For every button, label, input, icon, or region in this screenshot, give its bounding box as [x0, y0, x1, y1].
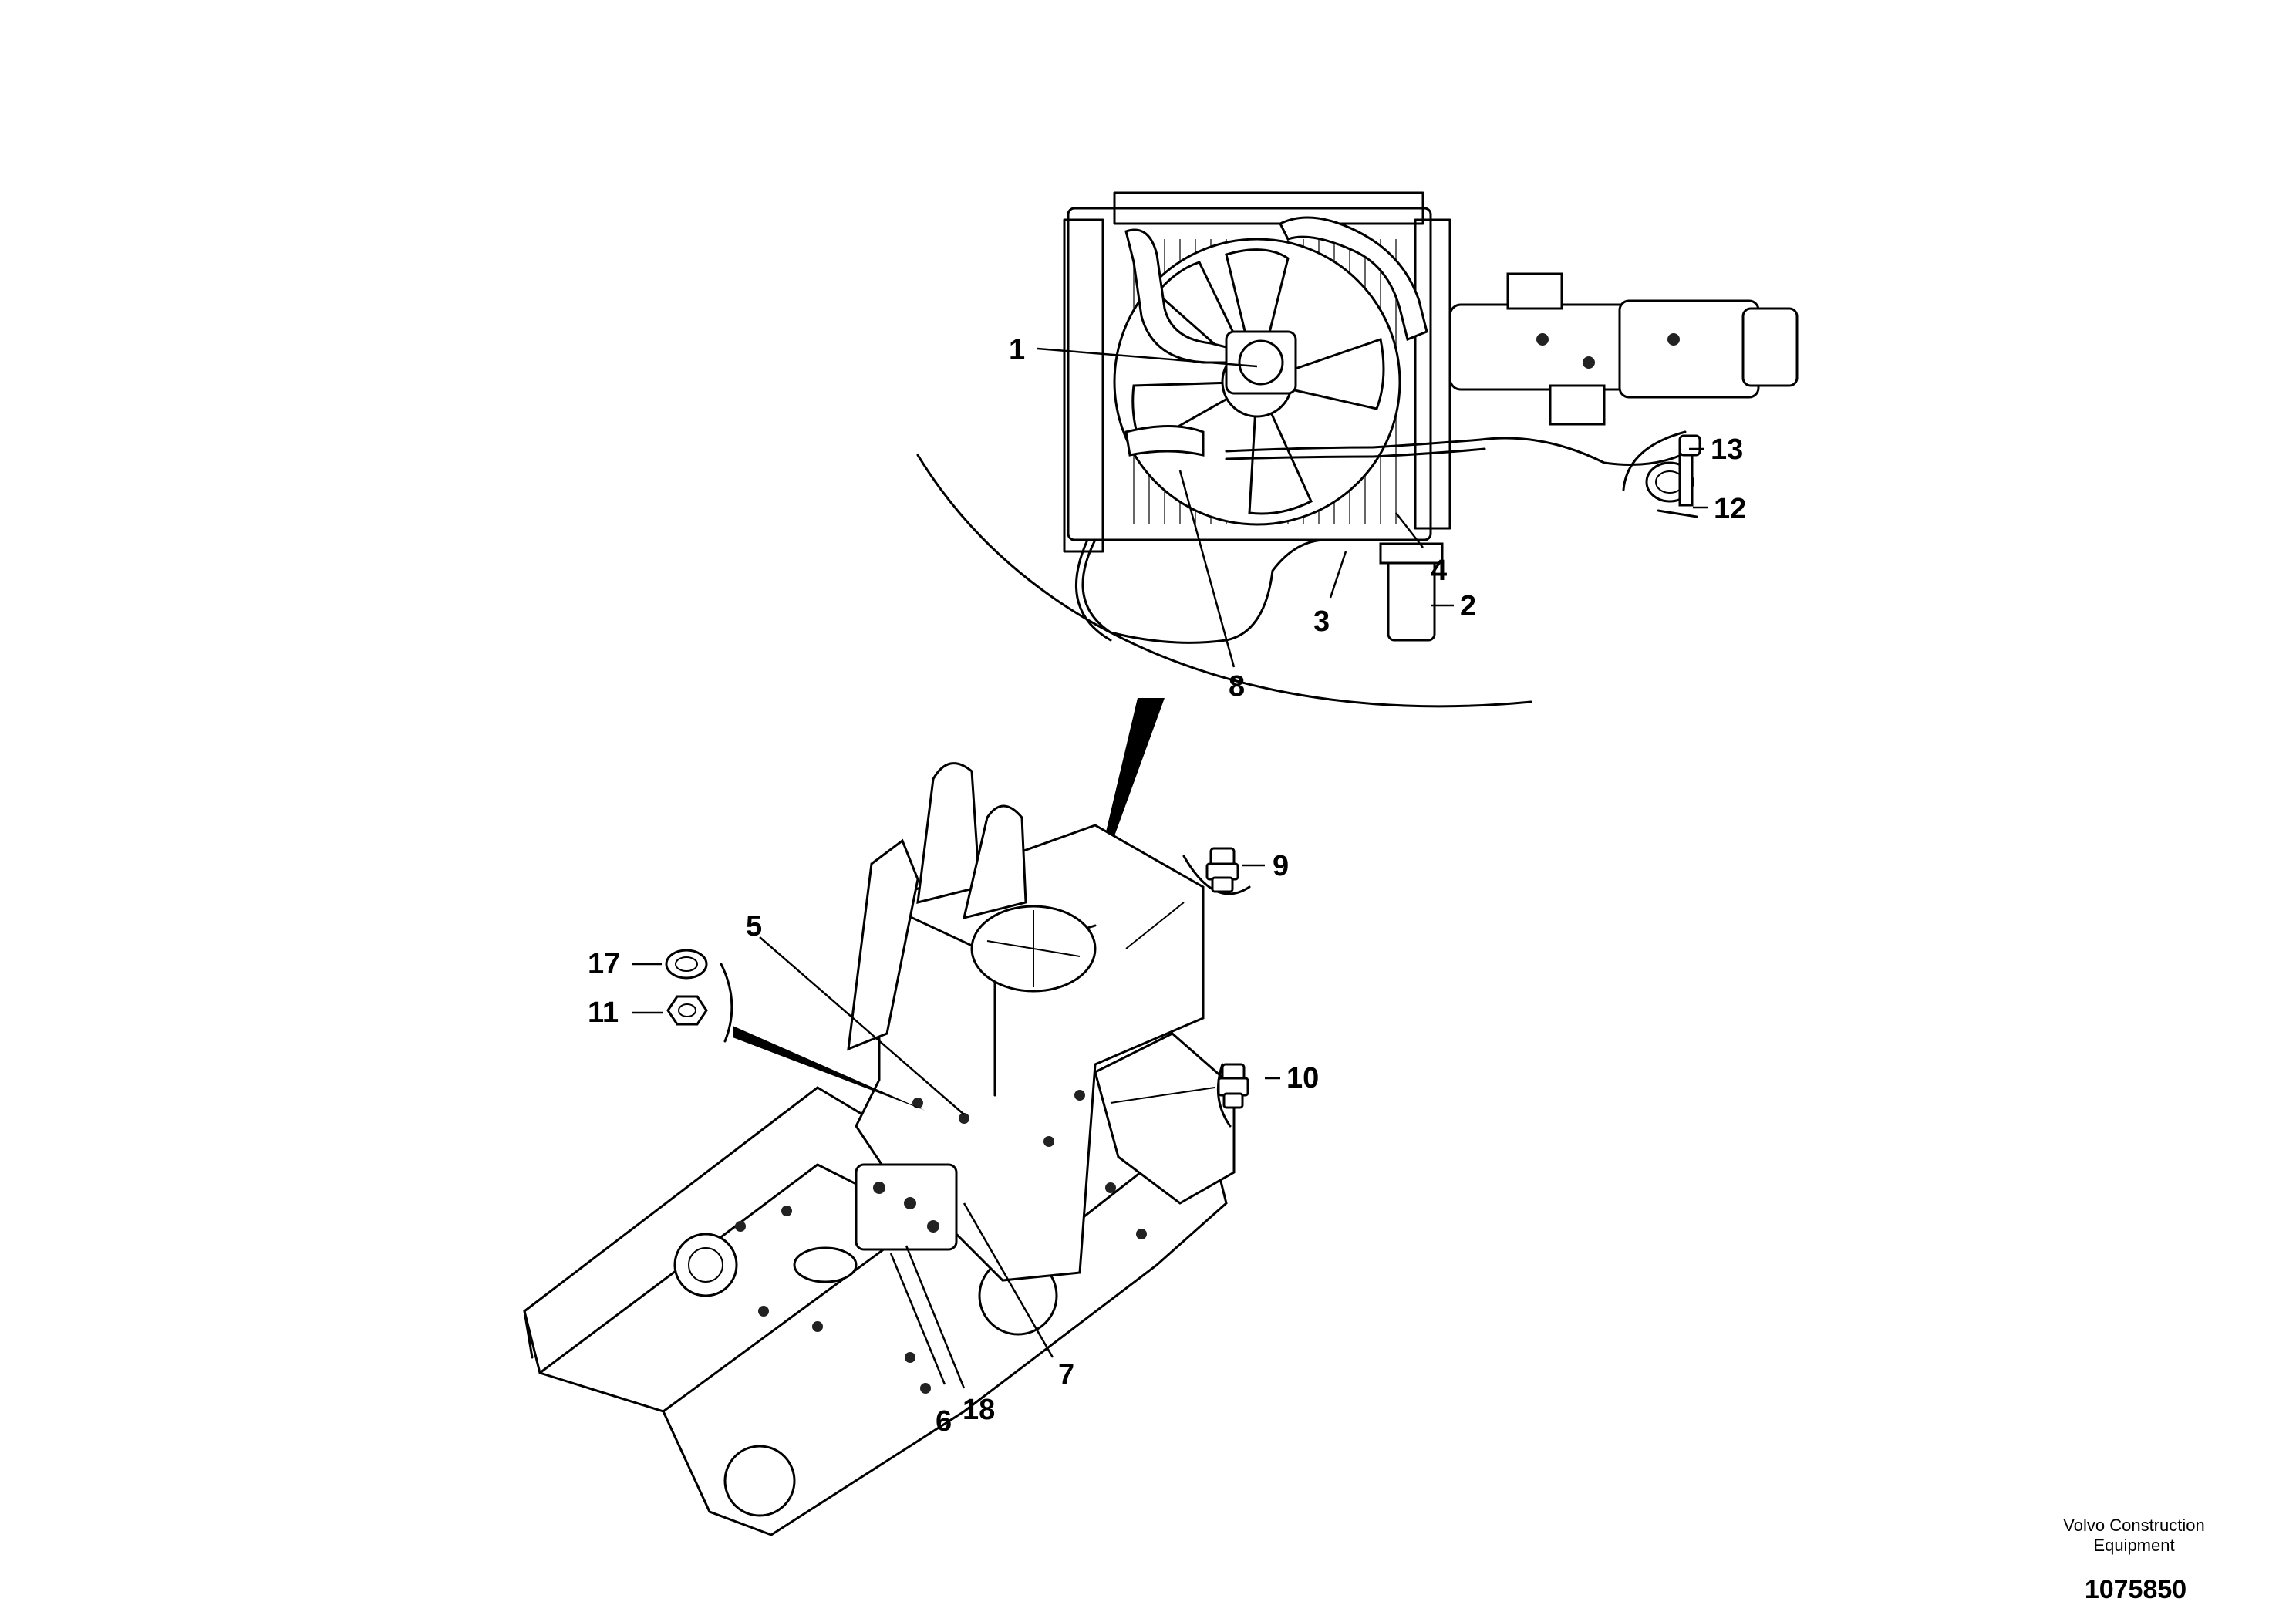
- cooler-hoses: [1075, 216, 1698, 644]
- frame-dots: [735, 1090, 1147, 1394]
- cooler-frame: [1063, 191, 1451, 553]
- callout-2: 2: [1460, 590, 1476, 622]
- fitting-10: [1217, 1063, 1249, 1109]
- washer-17: [665, 949, 708, 980]
- detail-magnifier-arc: [916, 454, 1532, 708]
- company-credit: Volvo Construction Equipment: [2018, 1516, 2250, 1556]
- hydraulic-pump-assembly: [1448, 272, 1799, 426]
- callout-18: 18: [963, 1394, 995, 1426]
- callout-13: 13: [1711, 433, 1743, 466]
- callout-12: 12: [1714, 493, 1746, 525]
- callout-7: 7: [1058, 1359, 1074, 1391]
- callout-1: 1: [1009, 334, 1025, 366]
- callout-10: 10: [1286, 1062, 1319, 1094]
- callout-4: 4: [1431, 555, 1447, 587]
- fitting-11-17-pointer: [733, 1026, 925, 1111]
- oil-filter: [1379, 542, 1444, 642]
- machine-frame-view: [523, 762, 1251, 1536]
- callout-3: 3: [1313, 605, 1330, 638]
- fitting-9-pointer: [1125, 902, 1185, 949]
- callout-9: 9: [1273, 850, 1289, 882]
- fitting-9: [1205, 847, 1239, 893]
- fitting-10-arc: [1216, 1063, 1232, 1128]
- fitting-11-17-arc: [720, 963, 733, 1043]
- detail-view-radiator-cooler: [916, 191, 1799, 910]
- callout-11: 11: [588, 996, 619, 1029]
- leader-lines: [632, 347, 1708, 1389]
- callouts: 1 2 3 4 5 6 7 8 9 10 11 12 13 17 18: [588, 334, 1746, 1438]
- nut-11: [666, 995, 708, 1026]
- hose-clamp-detail: [1622, 430, 1701, 518]
- callout-6: 6: [936, 1405, 952, 1438]
- callout-17: 17: [588, 948, 620, 980]
- fitting-10-pointer: [1110, 1087, 1215, 1104]
- document-number: 1075850: [2084, 1575, 2187, 1604]
- callout-8: 8: [1229, 670, 1245, 703]
- callout-5: 5: [746, 910, 762, 943]
- company-line-2: Equipment: [2093, 1536, 2175, 1555]
- company-line-1: Volvo Construction: [2063, 1516, 2205, 1535]
